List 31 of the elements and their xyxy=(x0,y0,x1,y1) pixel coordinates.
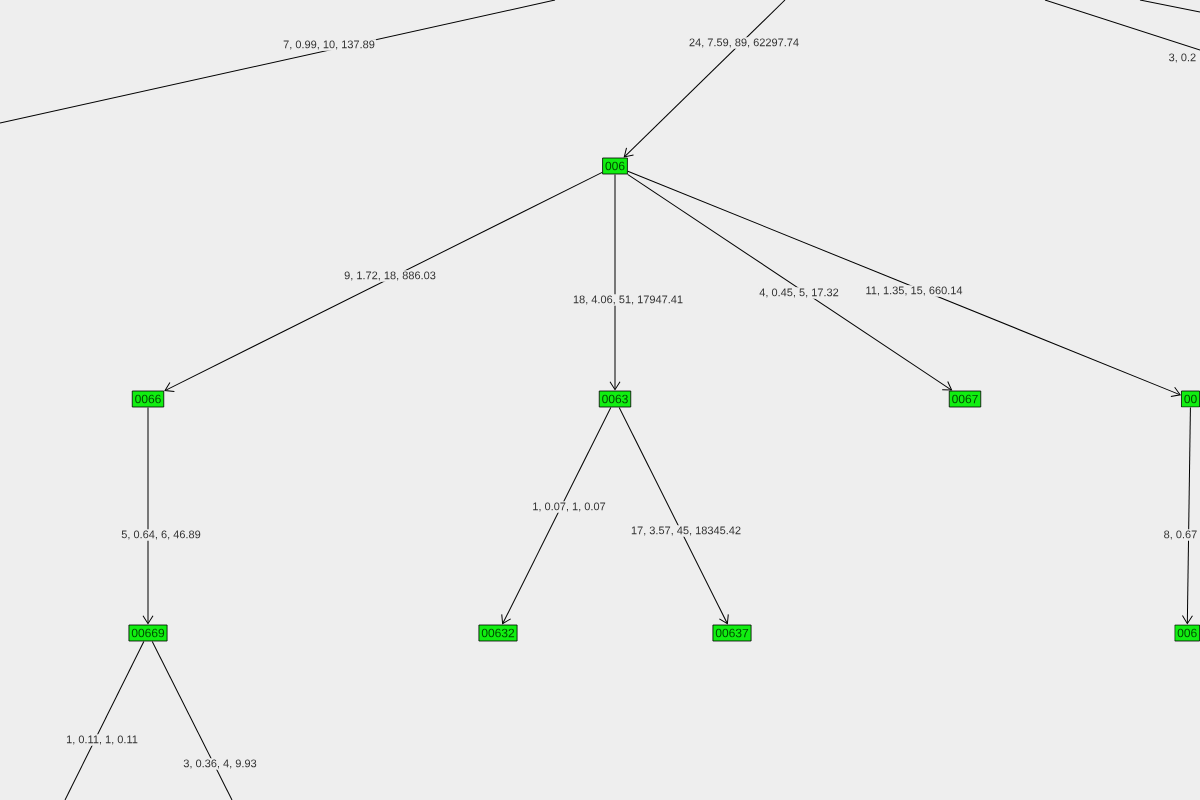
edge-label: 4, 0.45, 5, 17.32 xyxy=(758,287,840,299)
edge-label: 11, 1.35, 15, 660.14 xyxy=(864,285,964,297)
arrow xyxy=(609,173,621,391)
arrow xyxy=(142,406,154,625)
line-label: 7, 0.99, 10, 137.89 xyxy=(281,39,377,51)
edge-label: 18, 4.06, 51, 17947.41 xyxy=(571,294,685,306)
edge-label: 1, 0.11, 1, 0.11 xyxy=(64,734,140,746)
tree-node-box: 0063 xyxy=(598,390,632,408)
line-label: 3, 0.2 xyxy=(1167,52,1198,64)
arrow xyxy=(1181,406,1193,625)
tree-node-box: 006 xyxy=(602,157,628,175)
edge-label: 9, 1.72, 18, 886.03 xyxy=(342,270,438,282)
edge-label: 3, 0.36, 4, 9.93 xyxy=(182,758,258,770)
tree-node-box: 00 xyxy=(1181,390,1200,408)
arrow xyxy=(627,173,953,391)
tree-node-box: 0067 xyxy=(948,390,982,408)
tree-node-box: 00637 xyxy=(712,624,752,642)
tree-node-box: 006 xyxy=(1174,624,1200,642)
edge-label: 1, 0.07, 1, 0.07 xyxy=(531,501,607,513)
arrow xyxy=(164,171,603,392)
edge-label: 5, 0.64, 6, 46.89 xyxy=(120,529,202,541)
arrow xyxy=(618,406,729,625)
tree-node-box: 0066 xyxy=(131,390,165,408)
edge-label: 24, 7.59, 89, 62297.74 xyxy=(687,37,801,49)
arrow xyxy=(627,170,1181,397)
arrow xyxy=(501,406,612,625)
edge-label: 17, 3.57, 45, 18345.42 xyxy=(629,525,743,537)
edge-label: 8, 0.67 xyxy=(1162,529,1199,541)
tree-node-box: 00632 xyxy=(478,624,518,642)
tree-node-box: 00669 xyxy=(128,624,168,642)
arrow xyxy=(623,0,786,158)
